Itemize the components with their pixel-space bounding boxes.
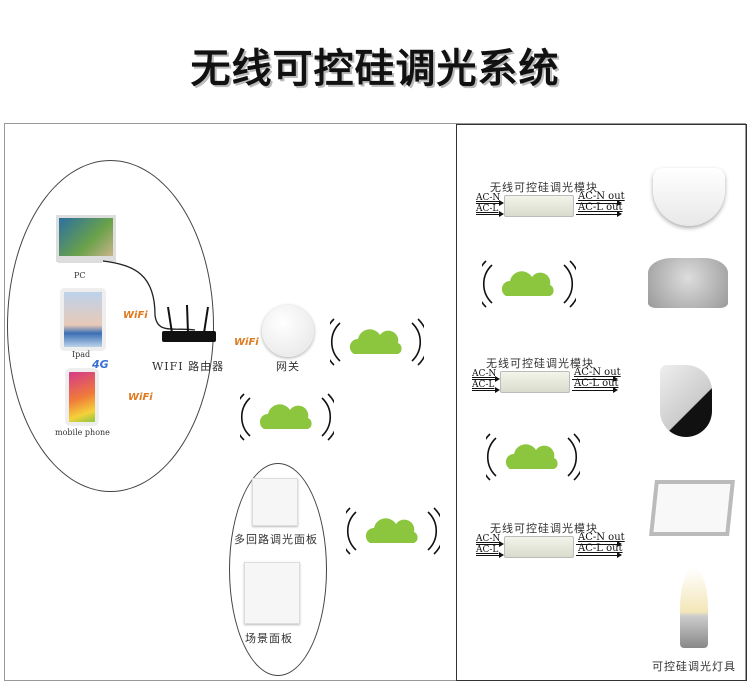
input-ac-l: AC-L	[476, 545, 499, 555]
phone-label: mobile phone	[55, 428, 110, 437]
output-ac-n: AC-N out	[578, 532, 625, 543]
input-ac-l: AC-L	[472, 380, 495, 390]
input-ac-n: AC-N	[476, 193, 501, 203]
pc-label: PC	[74, 271, 86, 280]
arrow-icon	[572, 376, 618, 382]
gateway-label: 网关	[276, 360, 300, 373]
page-title: 无线可控硅调光系统	[190, 46, 560, 92]
scene-panel-icon	[244, 562, 300, 624]
input-ac-l: AC-L	[476, 204, 499, 214]
lighting-side-box	[456, 124, 747, 681]
input-ac-n: AC-N	[472, 369, 497, 379]
arrow-icon	[476, 552, 504, 558]
arrow-icon	[476, 200, 504, 206]
output-ac-l: AC-L out	[578, 543, 623, 554]
module-title: 无线可控硅调光模块	[490, 522, 598, 535]
keyboard-icon	[58, 258, 102, 263]
panels-group	[229, 463, 327, 676]
output-ac-n: AC-N out	[578, 191, 625, 202]
wireless-cloud-icon	[346, 507, 440, 555]
arrow-icon	[472, 376, 500, 382]
ipad-label: Ipad	[72, 350, 91, 359]
scene-panel-label: 场景面板	[245, 632, 293, 645]
output-ac-l: AC-L out	[578, 202, 623, 213]
4g-badge: 4G	[92, 358, 109, 371]
wireless-cloud-icon	[482, 260, 576, 308]
wifi-icon: WiFi	[123, 310, 148, 321]
arrow-icon	[576, 541, 622, 547]
dimming-module-icon	[504, 536, 574, 558]
spotlight-lamp-icon	[648, 258, 728, 308]
wireless-cloud-icon	[486, 433, 580, 481]
module-title: 无线可控硅调光模块	[490, 181, 598, 194]
output-ac-n: AC-N out	[574, 367, 621, 378]
wifi-router-icon	[162, 305, 216, 342]
wifi-icon: WiFi	[128, 392, 153, 403]
multi-panel-label: 多回路调光面板	[234, 533, 318, 546]
wireless-cloud-icon	[240, 393, 334, 441]
network-cable	[102, 260, 196, 331]
arrow-icon	[476, 211, 504, 217]
arrow-icon	[476, 541, 504, 547]
track-light-icon	[660, 365, 712, 437]
lamps-label: 可控硅调光灯具	[652, 660, 736, 673]
arrow-icon	[572, 387, 618, 393]
mobile-phone-icon	[66, 369, 98, 425]
multi-zone-dimming-panel-icon	[252, 478, 298, 526]
wifi-icon: WiFi	[234, 337, 259, 348]
dimming-module-icon	[500, 371, 570, 393]
arrow-icon	[472, 387, 500, 393]
input-ac-n: AC-N	[476, 534, 501, 544]
wireless-cloud-icon	[330, 318, 424, 366]
module-title: 无线可控硅调光模块	[486, 357, 594, 370]
arrow-icon	[576, 552, 622, 558]
diagram-frame	[4, 123, 746, 681]
downlight-lamp-icon	[653, 168, 725, 226]
gateway-icon	[262, 305, 314, 357]
router-label: WIFI 路由器	[152, 360, 225, 373]
ipad-icon	[61, 289, 105, 350]
filament-bulb-icon	[680, 568, 708, 648]
arrow-icon	[576, 211, 622, 217]
client-devices-group	[7, 160, 214, 492]
arrow-icon	[576, 200, 622, 206]
dimming-module-icon	[504, 195, 574, 217]
panel-light-icon	[649, 480, 735, 536]
output-ac-l: AC-L out	[574, 378, 619, 389]
